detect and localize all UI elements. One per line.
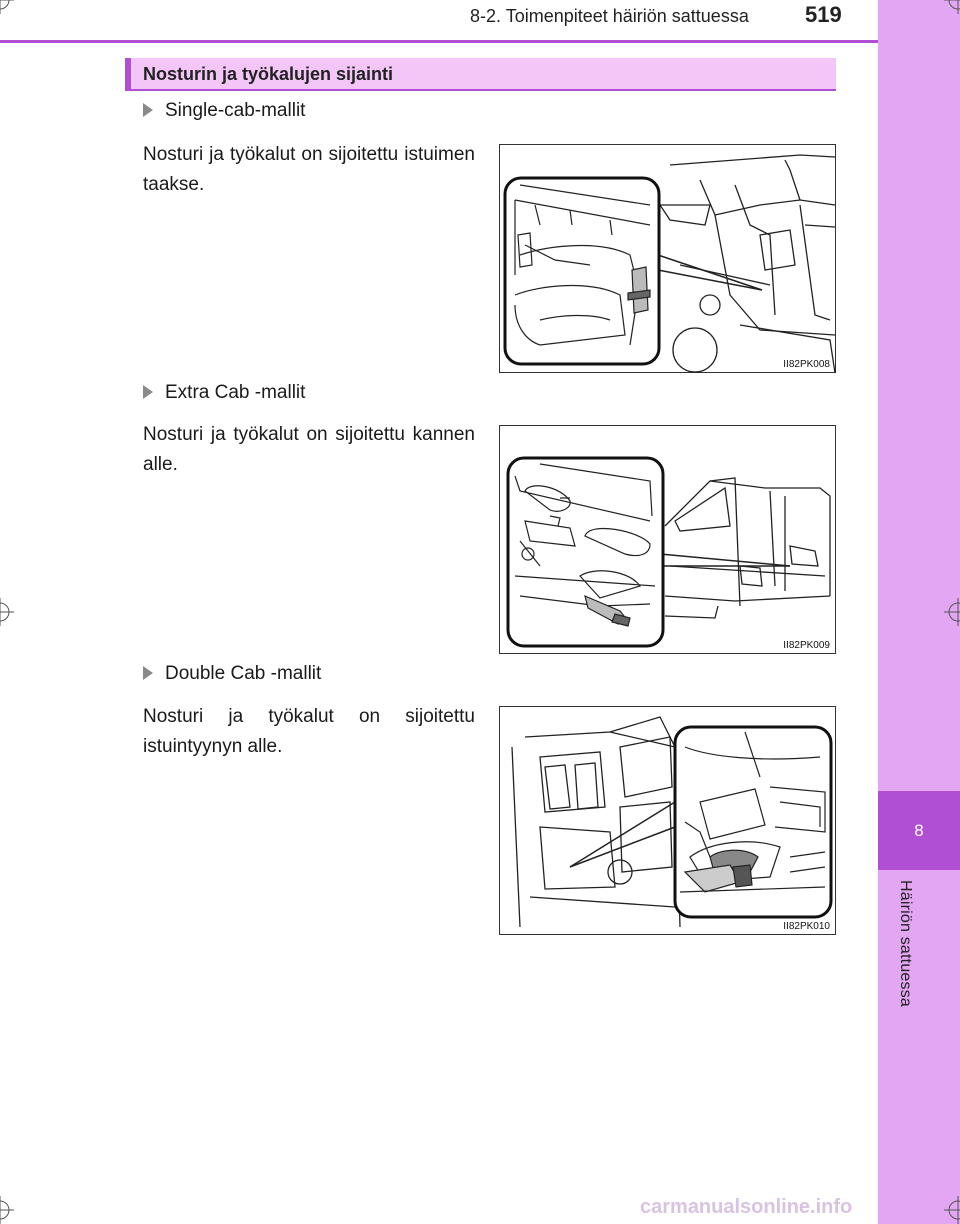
figure-single-cab: II82PK008 xyxy=(499,144,836,374)
jack-under-seat-cushion-illustration xyxy=(511,716,833,928)
registration-mark-icon xyxy=(944,598,960,626)
jack-under-lid-illustration xyxy=(506,456,831,648)
paragraph-single-cab: Nosturi ja työkalut on sijoitettu istuim… xyxy=(143,144,475,195)
subheading-text: Single-cab-mallit xyxy=(165,100,306,121)
subheading-double-cab: Double Cab -mallit xyxy=(143,663,321,685)
registration-mark-icon xyxy=(0,598,14,626)
watermark: carmanualsonline.info xyxy=(640,1196,853,1218)
figure-double-cab: II82PK010 xyxy=(499,706,836,935)
figure-code: II82PK010 xyxy=(783,921,830,932)
chapter-number: 8 xyxy=(878,791,960,870)
registration-mark-icon xyxy=(944,1196,960,1224)
subheading-text: Extra Cab -mallit xyxy=(165,382,306,403)
figure-code: II82PK009 xyxy=(783,640,830,651)
subheading-single-cab: Single-cab-mallit xyxy=(143,100,305,122)
paragraph-double-cab: Nosturi ja työkalut on sijoitettu istuin… xyxy=(143,706,475,757)
bullet-triangle-icon xyxy=(143,385,153,399)
figure-extra-cab: II82PK009 xyxy=(499,425,836,654)
figure-code: II82PK008 xyxy=(783,359,830,370)
subheading-text: Double Cab -mallit xyxy=(165,663,322,684)
paragraph-extra-cab: Nosturi ja työkalut on sijoitettu kannen… xyxy=(143,424,475,475)
section-title: Nosturin ja työkalujen sijainti xyxy=(125,58,836,91)
chapter-label: Häiriön sattuessa xyxy=(897,880,914,1008)
running-header: 8-2. Toimenpiteet häiriön sattuessa xyxy=(470,6,749,26)
registration-mark-icon xyxy=(944,0,960,14)
page-number: 519 xyxy=(805,2,842,27)
jack-behind-seat-illustration xyxy=(503,154,836,374)
header-rule xyxy=(0,40,878,43)
registration-mark-icon xyxy=(0,0,14,14)
subheading-extra-cab: Extra Cab -mallit xyxy=(143,382,305,404)
bullet-triangle-icon xyxy=(143,666,153,680)
bullet-triangle-icon xyxy=(143,103,153,117)
registration-mark-icon xyxy=(0,1196,14,1224)
